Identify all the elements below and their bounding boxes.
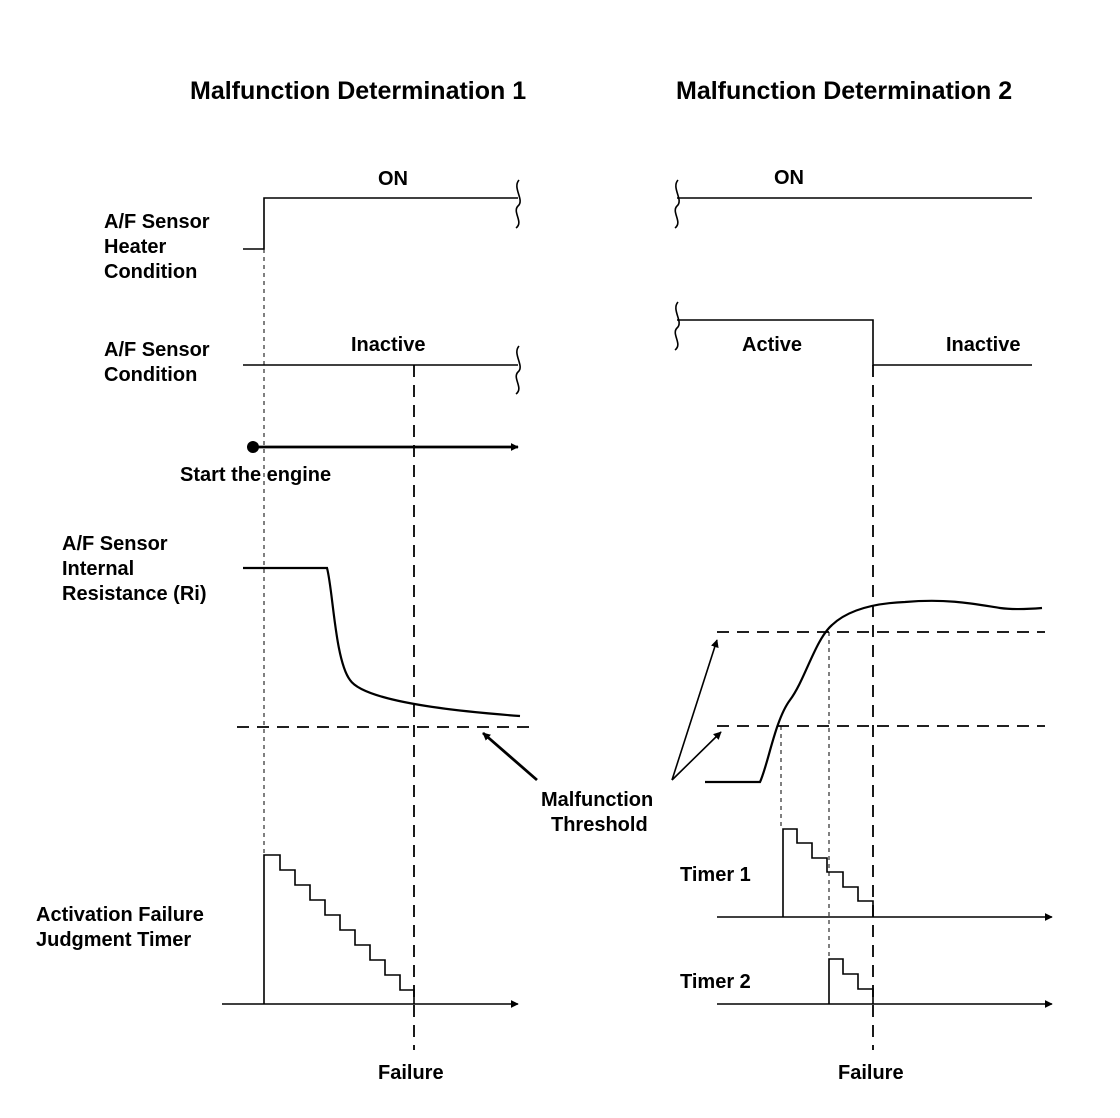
threshold-arrow-left	[482, 731, 538, 782]
right-resistance-curve	[705, 599, 1043, 784]
svg-text:Resistance (Ri): Resistance (Ri)	[62, 583, 207, 605]
svg-text:Condition: Condition	[104, 364, 197, 386]
svg-text:Condition: Condition	[104, 261, 197, 283]
right-sensor-signal	[677, 319, 1032, 366]
title-determination-1: Malfunction Determination 1	[190, 77, 526, 105]
left-heater-state: ON	[378, 168, 408, 190]
svg-text:Judgment Timer: Judgment Timer	[36, 929, 191, 951]
svg-text:A/F Sensor: A/F Sensor	[104, 339, 210, 361]
left-resistance-curve	[243, 566, 521, 718]
heater-condition-label: A/F Sensor Heater Condition	[104, 211, 210, 283]
timer2-signal	[828, 958, 874, 1004]
internal-resistance-label: A/F Sensor Internal Resistance (Ri)	[62, 533, 207, 605]
left-heater-signal	[243, 197, 518, 250]
right-heater-break-icon	[674, 179, 680, 229]
right-failure-label: Failure	[838, 1062, 904, 1084]
svg-text:Heater: Heater	[104, 236, 166, 258]
svg-text:A/F Sensor: A/F Sensor	[62, 533, 168, 555]
timer1-label: Timer 1	[680, 864, 751, 886]
svg-text:A/F Sensor: A/F Sensor	[104, 211, 210, 233]
svg-text:Internal: Internal	[62, 558, 134, 580]
start-engine-label: Start the engine	[180, 464, 331, 486]
sensor-condition-label: A/F Sensor Condition	[104, 339, 210, 386]
threshold-arrow-lower	[671, 731, 722, 781]
left-failure-label: Failure	[378, 1062, 444, 1084]
right-sensor-state-active: Active	[742, 334, 802, 356]
title-determination-2: Malfunction Determination 2	[676, 77, 1012, 105]
right-sensor-break-icon	[674, 301, 680, 351]
left-sensor-break-icon	[515, 345, 521, 395]
svg-text:Threshold: Threshold	[551, 814, 648, 836]
left-sensor-state: Inactive	[351, 334, 425, 356]
svg-text:Malfunction: Malfunction	[541, 789, 653, 811]
svg-text:Activation Failure: Activation Failure	[36, 904, 204, 926]
right-heater-state: ON	[774, 167, 804, 189]
timer2-label: Timer 2	[680, 971, 751, 993]
judgment-timer-label: Activation Failure Judgment Timer	[36, 904, 204, 951]
threshold-arrow-upper	[671, 639, 719, 781]
left-heater-break-icon	[515, 179, 521, 229]
right-sensor-state-inactive: Inactive	[946, 334, 1020, 356]
left-judgment-timer	[263, 854, 415, 1004]
malfunction-threshold-label: Malfunction Threshold	[541, 789, 653, 836]
timer1-signal	[782, 828, 874, 917]
